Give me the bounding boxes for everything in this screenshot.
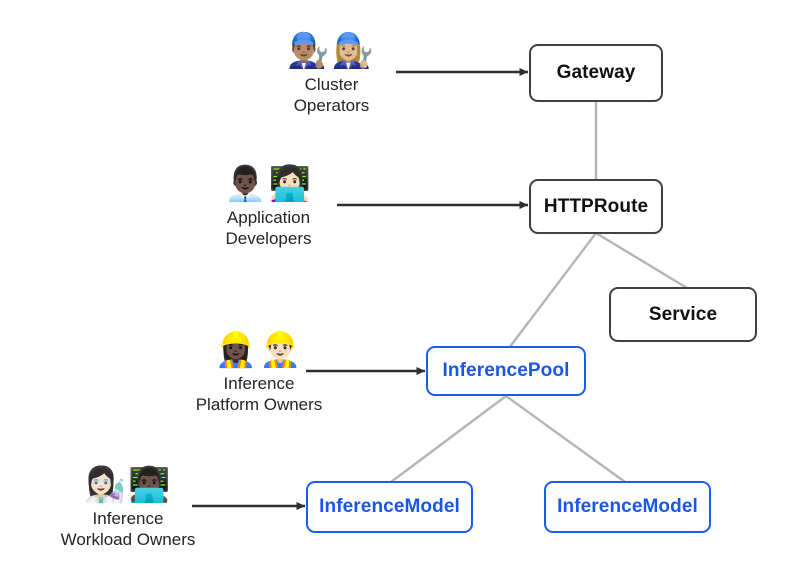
inference-workload-owners-emoji-icons: 👩🏻‍🔬👨🏿‍💻 bbox=[83, 465, 173, 505]
application-developers-emoji-icons: 👨🏿‍💼👩🏻‍💻 bbox=[224, 164, 313, 204]
cluster-operators-label: Cluster Operators bbox=[293, 75, 370, 115]
node-service-label: Service bbox=[648, 303, 718, 325]
inference-platform-owners-emoji-icons: 👷🏿‍♀️👷🏻‍♂️ bbox=[214, 330, 304, 370]
edge-httproute-inferencepool bbox=[507, 231, 598, 350]
node-service[interactable]: Service bbox=[609, 287, 757, 342]
cluster-operators-emoji-icons: 👨🏽‍🔧👩🏼‍🔧 bbox=[287, 31, 376, 71]
node-httproute[interactable]: HTTPRoute bbox=[529, 179, 663, 234]
node-inferencemodel-1-label: InferenceModel bbox=[319, 496, 460, 517]
node-inferencemodel-2[interactable]: InferenceModel bbox=[544, 481, 711, 533]
persona-application-developers: 👨🏿‍💼👩🏻‍💻 Application Developers bbox=[196, 164, 341, 249]
application-developers-label: Application Developers bbox=[225, 208, 312, 248]
node-inferencemodel-2-label: InferenceModel bbox=[557, 496, 698, 517]
node-httproute-label: HTTPRoute bbox=[543, 195, 649, 217]
edge-inferencepool-inferencemodel-1 bbox=[389, 394, 508, 484]
node-inferencemodel-1[interactable]: InferenceModel bbox=[306, 481, 473, 533]
node-inferencepool-label: InferencePool bbox=[442, 360, 570, 381]
inference-workload-owners-label: Inference Workload Owners bbox=[60, 509, 196, 549]
edge-httproute-service bbox=[594, 231, 689, 290]
persona-inference-workload-owners: 👩🏻‍🔬👨🏿‍💻 Inference Workload Owners bbox=[36, 465, 220, 550]
inference-platform-owners-label: Inference Platform Owners bbox=[195, 374, 323, 414]
node-gateway[interactable]: Gateway bbox=[529, 44, 663, 102]
node-inferencepool[interactable]: InferencePool bbox=[426, 346, 586, 396]
edge-inferencepool-inferencemodel-2 bbox=[504, 394, 627, 484]
persona-inference-platform-owners: 👷🏿‍♀️👷🏻‍♂️ Inference Platform Owners bbox=[170, 330, 348, 415]
node-gateway-label: Gateway bbox=[556, 62, 636, 83]
persona-cluster-operators: 👨🏽‍🔧👩🏼‍🔧 Cluster Operators bbox=[259, 31, 404, 116]
